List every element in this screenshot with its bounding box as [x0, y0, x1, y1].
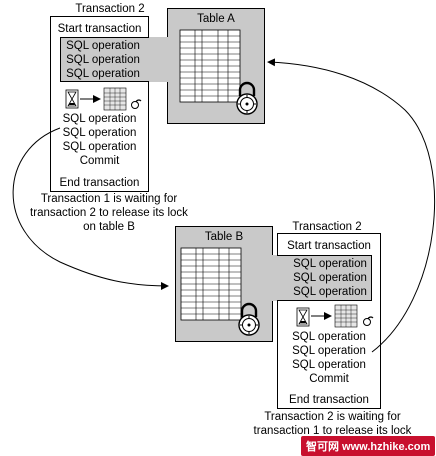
bottom-start-transaction: Start transaction: [287, 240, 371, 252]
top-sql-group: [60, 37, 149, 82]
table-b-label: Table B: [204, 231, 244, 243]
top-commit: Commit: [79, 155, 120, 167]
bottom-caption-2: transaction 1 to release its lock: [253, 425, 412, 437]
wait-arrow-left: [12, 127, 169, 290]
hourglass-icon: [296, 307, 310, 327]
bottom-caption-1: Transaction 2 is waiting for: [264, 411, 401, 423]
top-sql-op-3: SQL operation: [66, 68, 140, 80]
padlock-icon: [237, 302, 261, 337]
bottom-commit: Commit: [309, 373, 349, 385]
padlock-icon: [235, 81, 259, 116]
top-transaction-heading: Transaction 2: [75, 3, 145, 15]
top-caption-1: Transaction 1 is waiting for: [40, 193, 178, 205]
bottom-sql-op-1: SQL operation: [293, 258, 367, 270]
watermark-badge: 智可网 www.hzhike.com: [301, 436, 436, 456]
top-sql-op-4: SQL operation: [62, 113, 137, 125]
bottom-end-transaction: End transaction: [289, 394, 369, 406]
hourglass-icon: [65, 89, 79, 109]
table-b-grid: [180, 247, 242, 321]
top-connector-band: [148, 37, 168, 82]
padlock-icon: [130, 99, 142, 110]
table-a-label: Table A: [197, 13, 235, 25]
top-sql-op-1: SQL operation: [66, 40, 140, 52]
top-sql-op-5: SQL operation: [62, 127, 137, 139]
top-end-transaction: End transaction: [59, 177, 140, 189]
table-a-grid: [179, 29, 241, 103]
bottom-sql-op-4: SQL operation: [292, 331, 366, 343]
top-caption-2: transaction 2 to release its lock: [30, 207, 188, 219]
bottom-sql-op-3: SQL operation: [293, 286, 367, 298]
top-sql-op-6: SQL operation: [62, 141, 137, 153]
padlock-icon: [362, 316, 374, 327]
table-icon: [103, 87, 127, 111]
bottom-sql-op-6: SQL operation: [292, 359, 366, 371]
bottom-sql-op-2: SQL operation: [293, 272, 367, 284]
top-sql-op-2: SQL operation: [66, 54, 140, 66]
bottom-sql-op-5: SQL operation: [292, 345, 366, 357]
table-icon: [334, 304, 358, 328]
bottom-transaction-heading: Transaction 2: [292, 221, 362, 233]
bottom-sql-group: [277, 255, 372, 301]
wait-arrow-right: [267, 58, 436, 353]
top-start-transaction: Start transaction: [57, 23, 142, 35]
top-caption-3: on table B: [83, 221, 135, 233]
